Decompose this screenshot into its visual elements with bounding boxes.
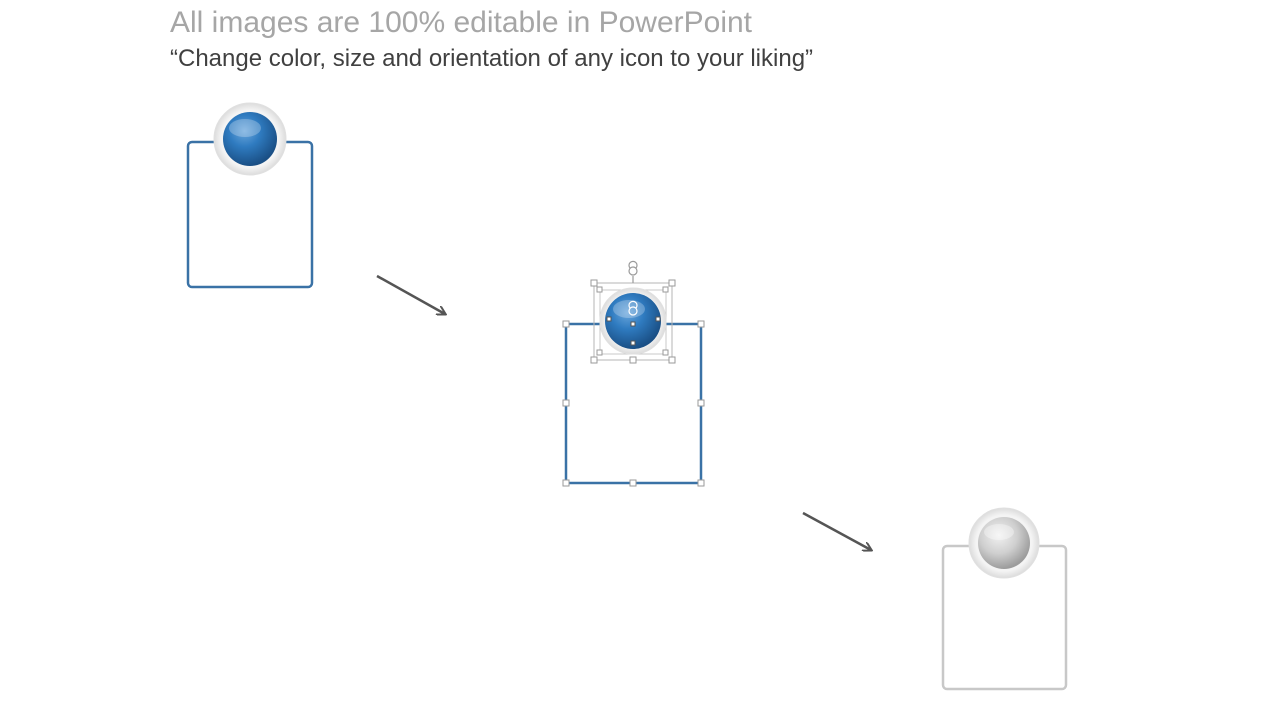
card-blue[interactable] xyxy=(186,102,314,289)
card-blue-selected[interactable] xyxy=(562,260,705,487)
rotate-handle-icon[interactable] xyxy=(628,300,638,316)
rotate-handle-icon[interactable] xyxy=(628,260,638,283)
selection-handles[interactable] xyxy=(562,320,705,487)
blue-button-icon xyxy=(605,293,661,349)
slide-title: All images are 100% editable in PowerPoi… xyxy=(170,6,752,39)
slide-subtitle: “Change color, size and orientation of a… xyxy=(170,45,814,72)
button-highlight xyxy=(229,119,261,137)
inner-handles[interactable] xyxy=(606,316,661,346)
blue-button-icon xyxy=(223,112,277,166)
card-gray[interactable] xyxy=(941,507,1068,691)
gray-button-icon xyxy=(978,517,1030,569)
arrow-icon xyxy=(802,511,871,550)
group-handles[interactable] xyxy=(590,279,676,364)
arrow-icon xyxy=(376,274,445,314)
button-highlight xyxy=(984,524,1014,540)
